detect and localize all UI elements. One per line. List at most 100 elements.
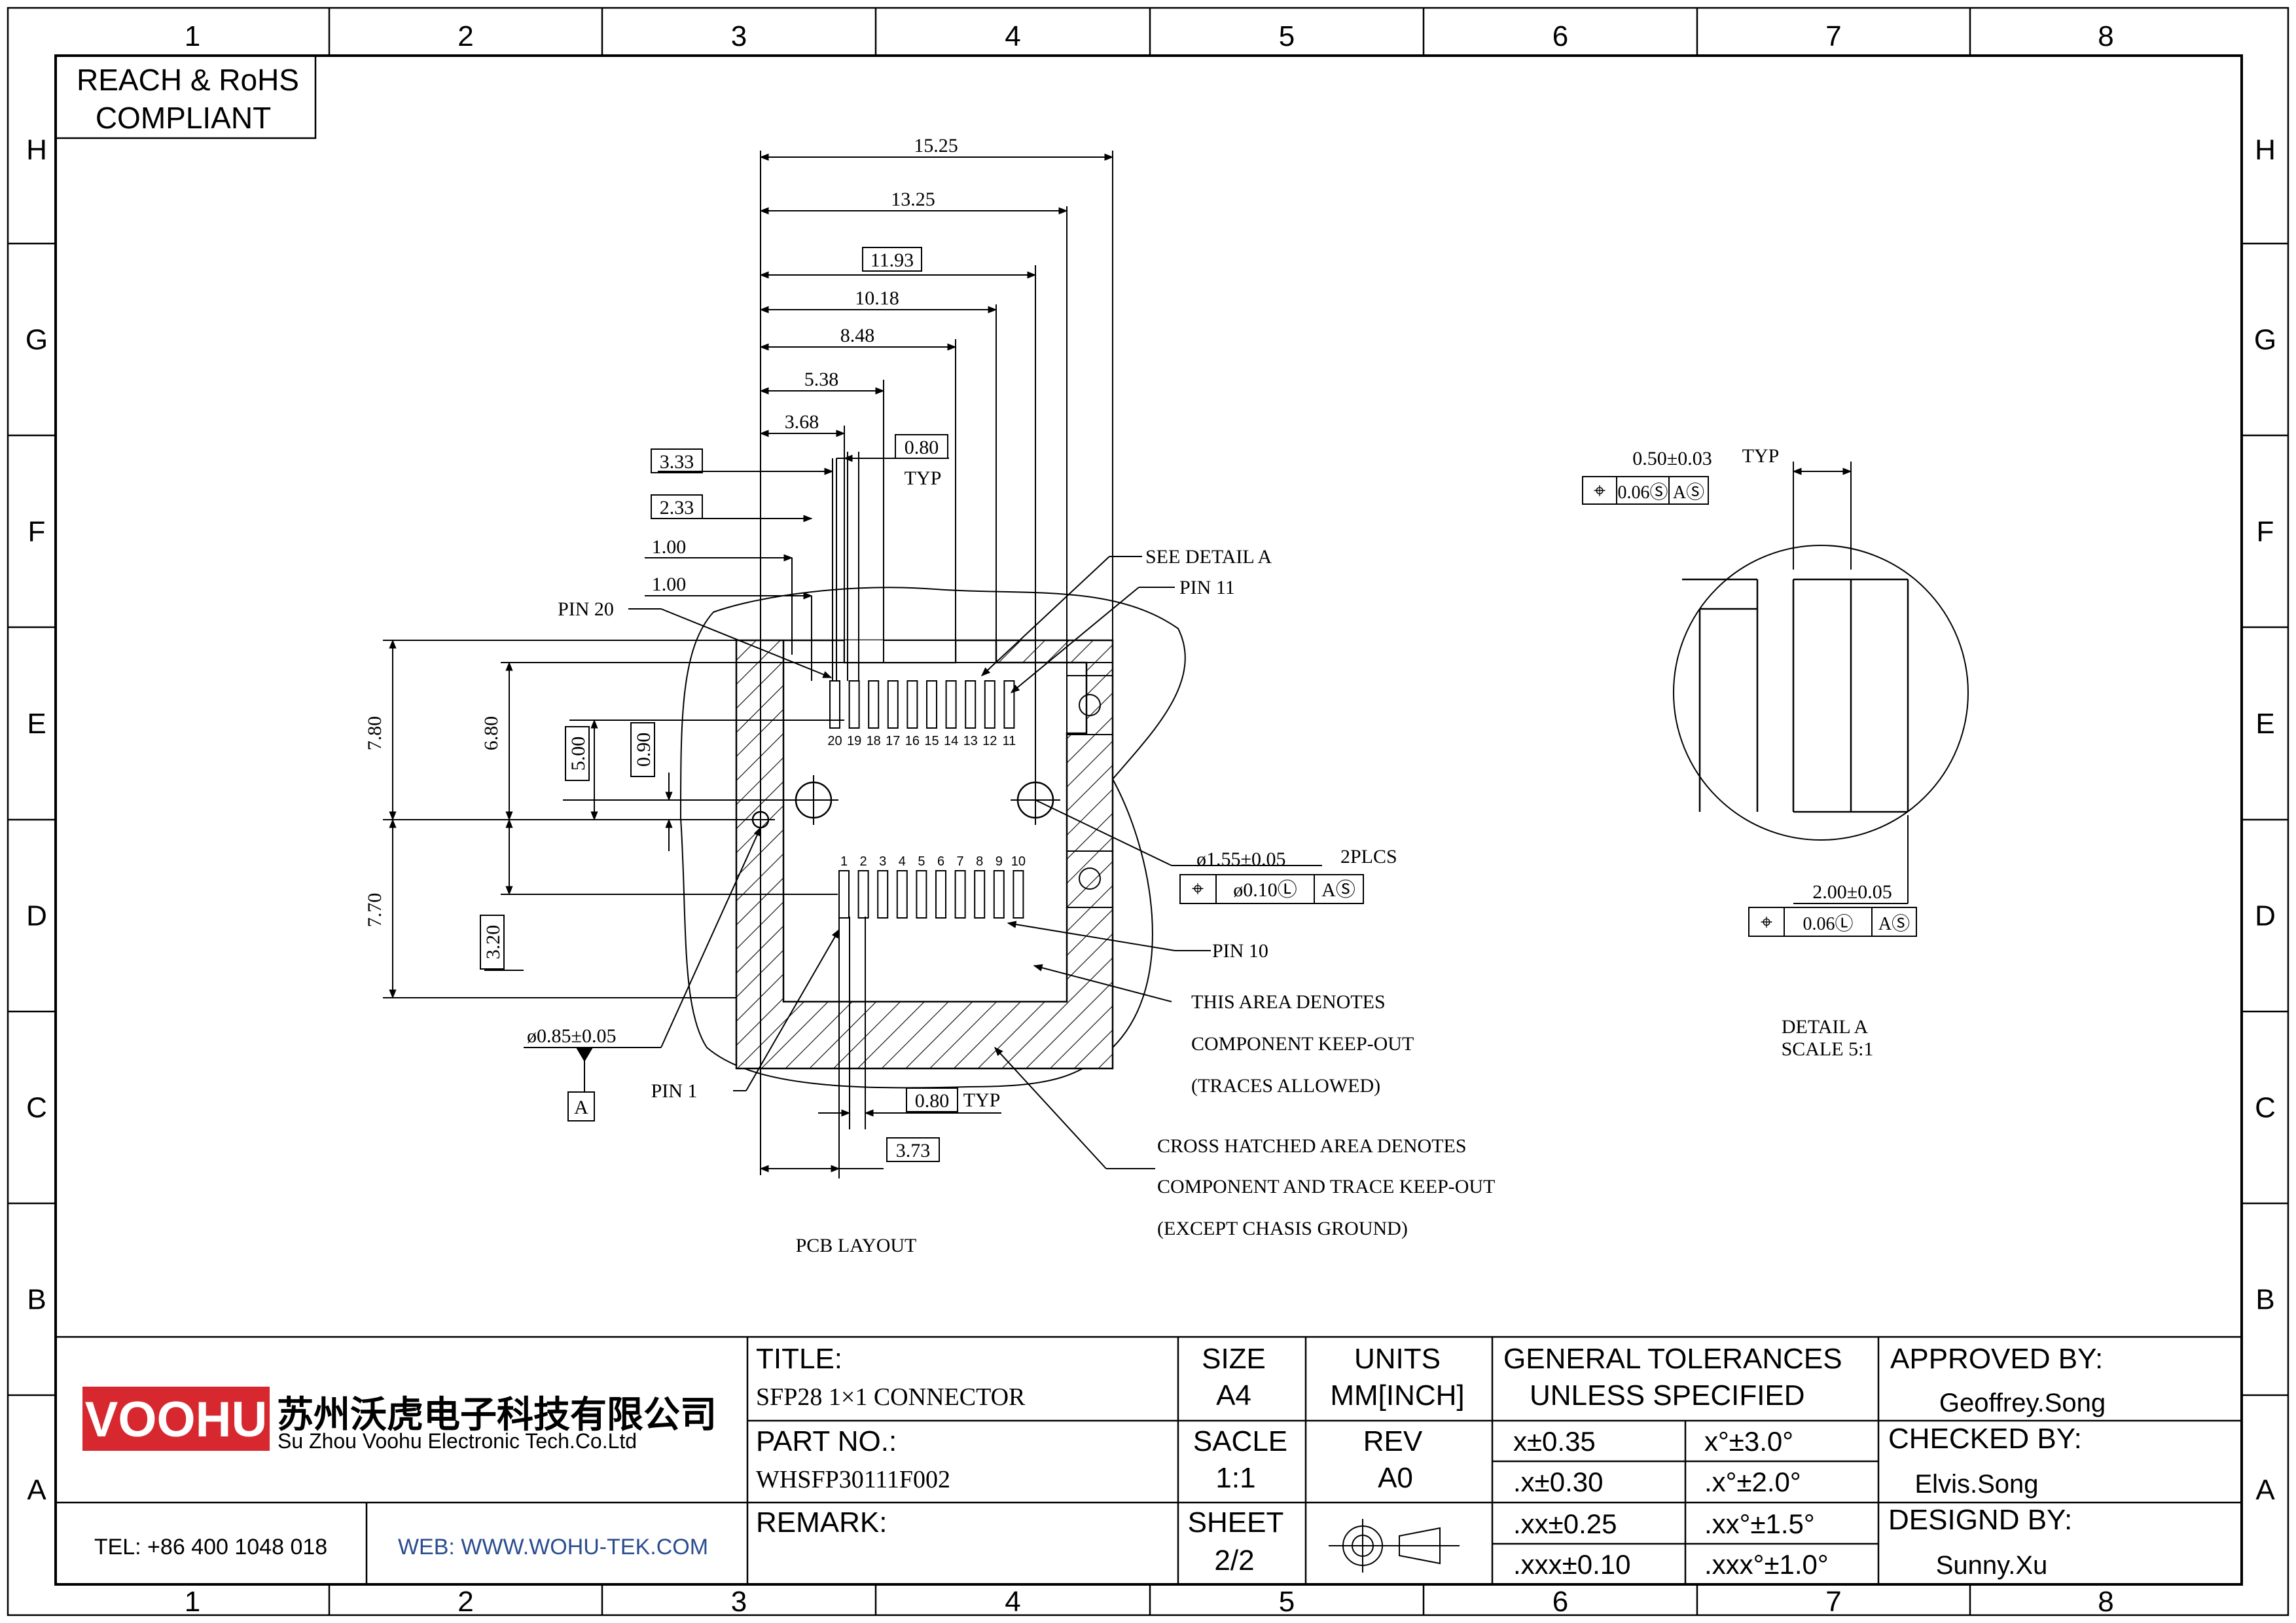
linear-tolerance: .x±0.30 [1513,1467,1603,1497]
angular-tolerance: .xx°±1.5° [1704,1508,1815,1539]
column-label: 7 [1825,1586,1841,1618]
pin-number-top: 19 [847,734,861,748]
position-icon: ⌖ [1594,479,1605,502]
right-hole-frame-bottom [1066,850,1113,908]
pin-number-bottom: 9 [996,854,1003,869]
pin-number-top: 20 [827,734,842,748]
pin-number-bottom: 8 [976,854,983,869]
compliance-line-1: REACH & RoHS [77,63,299,97]
projection-symbol-icon [1329,1519,1460,1573]
dim-15-25: 15.25 [914,135,958,156]
size-value: A4 [1216,1379,1251,1412]
dim-3-73-box [886,1137,940,1162]
detail-scale: SCALE 5:1 [1782,1038,1874,1060]
detail-pitch: 0.50±0.03 [1632,448,1712,469]
rev-label: REV [1363,1425,1423,1457]
column-label: 5 [1279,1586,1295,1618]
dim-6-80: 6.80 [480,716,502,751]
fcf-detail-top: ⌖ 0.06Ⓢ AⓈ [1582,476,1709,505]
title-label: TITLE: [756,1343,842,1375]
dim-10-18: 10.18 [855,287,899,309]
row-label: C [2255,1092,2276,1124]
mount-hole-top-right [1079,694,1101,716]
dim-0-80-bottom: 0.80 [915,1090,950,1112]
pads-top-row [829,680,1015,729]
part-no-value: WHSFP30111F002 [756,1466,950,1493]
cross-hatched-area [735,639,1114,1070]
keepout-note-1: THIS AREA DENOTES [1191,991,1386,1013]
leaders [628,556,1322,1169]
row-label: G [26,324,48,356]
position-icon: ⌖ [1192,877,1204,900]
dim-2-plcs: 2PLCS [1340,846,1397,867]
pin-number-bottom: 2 [860,854,867,869]
keep-out-outline [679,587,1186,1089]
dim-0-80-top-box [895,434,948,459]
alignment-hole-left [789,775,838,825]
dim-1-00-b: 1.00 [652,574,687,595]
part-no-label: PART NO.: [756,1425,897,1457]
checked-value: Elvis.Song [1915,1470,2039,1499]
angular-tolerance: .x°±2.0° [1704,1467,1801,1497]
dim-7-70: 7.70 [364,893,386,928]
units-value: MM[INCH] [1330,1379,1464,1412]
dim-5-00-box [565,726,590,781]
row-label: H [26,134,47,166]
compliance-box: REACH & RoHS COMPLIANT [54,54,317,139]
pin-number-top: 13 [963,734,978,748]
pad-bottom [877,870,889,919]
designed-label: DESIGND BY: [1888,1504,2072,1536]
fcf-hole-tolerance: ø0.10Ⓛ [1233,879,1297,901]
contact-web: WEB: WWW.WOHU-TEK.COM [398,1535,708,1559]
fcf-hole-datum: AⓈ [1321,879,1355,901]
pad-bottom [916,870,927,919]
pad-top [984,680,996,729]
designed-value: Sunny.Xu [1936,1551,2048,1580]
dim-2-33-box [651,494,703,519]
linear-tolerance: .xxx±0.10 [1513,1549,1630,1580]
pad-top [848,680,860,729]
dim-11-93-box [862,247,922,272]
tolerances-title-1: GENERAL TOLERANCES [1503,1343,1842,1375]
row-label: B [2255,1284,2274,1316]
angular-tolerance: .xxx°±1.0° [1704,1549,1829,1580]
pad-top [829,680,840,729]
dim-0-80-top: 0.80 [905,437,939,458]
column-label: 7 [1825,20,1841,52]
fcf-bottom-tolerance: 0.06Ⓛ [1803,913,1853,934]
pin-number-top: 18 [867,734,881,748]
left-dimension-lines [383,639,844,999]
dim-11-93: 11.93 [870,249,914,271]
column-label: 3 [731,1586,747,1618]
dim-3-68: 3.68 [785,411,819,433]
dim-typ-bottom: TYP [963,1089,1001,1111]
dim-5-38: 5.38 [804,369,839,390]
datum-triangle [576,1048,593,1062]
pad-bottom [896,870,908,919]
dim-2-33: 2.33 [660,497,694,519]
row-label: E [2255,708,2274,740]
pad-bottom [993,870,1005,919]
row-label: H [2255,134,2276,166]
row-label: F [2257,516,2274,548]
pin-number-top: 17 [886,734,900,748]
dim-1-00-a: 1.00 [652,536,687,558]
label-pin-11: PIN 11 [1179,577,1235,598]
pin-number-bottom: 10 [1011,854,1026,869]
row-label: B [27,1284,46,1316]
scale-label: SACLE [1193,1425,1287,1457]
sheet-value: 2/2 [1214,1544,1254,1577]
row-label: F [28,516,46,548]
company-name-en: Su Zhou Voohu Electronic Tech.Co.Ltd [278,1429,637,1453]
column-label: 8 [2098,1586,2113,1618]
row-label: G [2254,324,2276,356]
pad-top [868,680,880,729]
pin-number-bottom: 4 [899,854,906,869]
column-label: 6 [1552,20,1568,52]
pad-bottom [954,870,966,919]
dim-3-20-box [480,915,505,970]
detail-pitch-typ: TYP [1742,445,1780,467]
